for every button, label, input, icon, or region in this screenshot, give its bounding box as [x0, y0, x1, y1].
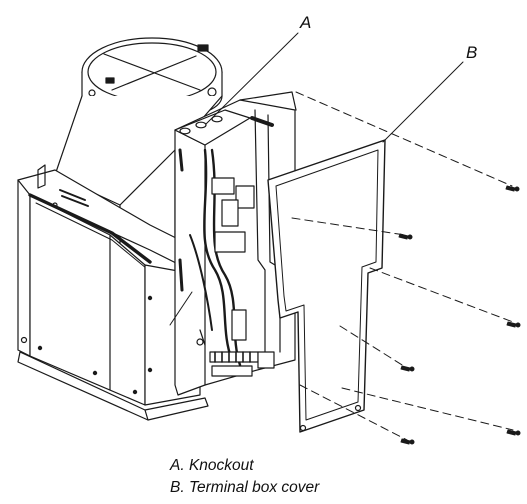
lower-cabinet: [17, 164, 209, 421]
leader-lines: [169, 32, 464, 326]
screws: [398, 185, 521, 445]
terminal-box-cover: [267, 139, 386, 433]
terminal-box-frame: [174, 91, 297, 396]
figure-legend: A. Knockout B. Terminal box cover: [170, 455, 319, 499]
explode-lines: [291, 91, 514, 441]
legend-item-terminal-box-cover: B. Terminal box cover: [170, 479, 320, 496]
callout-a-label: A: [300, 13, 312, 32]
legend-item-knockout: A. Knockout: [170, 457, 254, 474]
callout-b-label: B: [466, 43, 478, 62]
